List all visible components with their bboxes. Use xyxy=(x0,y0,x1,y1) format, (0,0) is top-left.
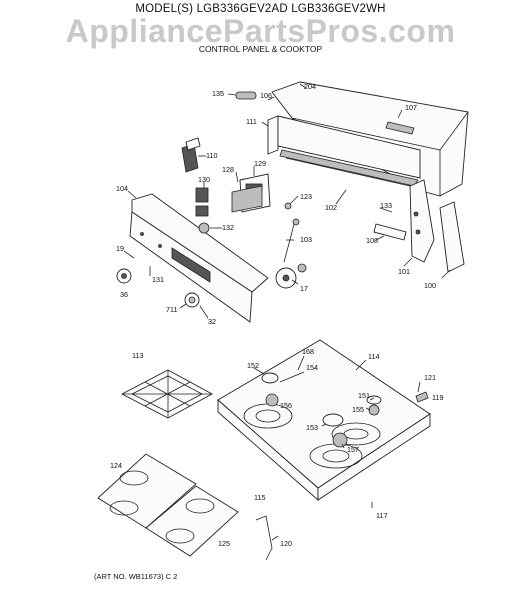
knob-36 xyxy=(116,268,132,284)
callout-152: 152 xyxy=(247,361,259,370)
screw-123 xyxy=(284,202,292,210)
callout-157: 157 xyxy=(347,445,359,454)
callout-32: 32 xyxy=(208,317,216,326)
switch-110 xyxy=(181,137,201,173)
callout-labels: 135 106 204 107 111 110 128 129 130 104 … xyxy=(110,82,443,548)
callout-135: 135 xyxy=(212,89,224,98)
callout-155: 155 xyxy=(352,405,364,414)
callout-108: 108 xyxy=(366,236,378,245)
lens-128 xyxy=(231,185,263,213)
burner-grate-113 xyxy=(121,369,213,419)
bracket-100 xyxy=(439,201,465,273)
callout-123: 123 xyxy=(300,192,312,201)
section-title: CONTROL PANEL & COOKTOP xyxy=(198,44,323,54)
burner-cap-151 xyxy=(366,395,382,405)
callout-204: 204 xyxy=(304,82,316,91)
callout-153: 153 xyxy=(306,423,318,432)
bracket-132 xyxy=(198,222,210,234)
callout-168: 168 xyxy=(302,347,314,356)
backguard-panel-111 xyxy=(267,115,421,179)
model-title: MODEL(S) LGB336GEV2AD LGB336GEV2WH xyxy=(135,3,386,15)
clip-135 xyxy=(235,91,257,100)
control-panel-104 xyxy=(129,193,269,323)
burner-cap-153 xyxy=(322,413,344,427)
watermark: AppliancePartsPros.com xyxy=(65,13,456,49)
callout-130: 130 xyxy=(198,175,210,184)
callout-19: 19 xyxy=(116,244,124,253)
callout-128: 128 xyxy=(222,165,234,174)
callout-119: 119 xyxy=(432,393,443,402)
burner-157 xyxy=(332,432,348,448)
knob-711 xyxy=(184,292,200,308)
callout-115: 115 xyxy=(254,493,265,502)
art-number: (ART NO. WB11673) C 2 xyxy=(94,572,178,581)
callout-36: 36 xyxy=(120,290,128,299)
callout-154: 154 xyxy=(306,363,318,372)
burner-155 xyxy=(368,404,380,416)
callout-107: 107 xyxy=(405,103,417,112)
wire-115 xyxy=(255,515,273,561)
callout-156: 156 xyxy=(280,401,292,410)
burner-cap-152 xyxy=(261,372,279,384)
callout-121: 121 xyxy=(424,373,436,382)
end-caps-108 xyxy=(373,223,407,241)
leader-lines xyxy=(123,83,451,541)
callout-17: 17 xyxy=(300,284,308,293)
callout-103: 103 xyxy=(300,235,312,244)
igniter-switch-103 xyxy=(283,218,300,263)
drip-pan-125 xyxy=(145,485,239,557)
burner-156 xyxy=(265,393,279,407)
drip-pan-124 xyxy=(97,453,197,529)
callout-113: 113 xyxy=(132,351,143,360)
callout-102: 102 xyxy=(325,203,337,212)
bracket-101 xyxy=(409,179,435,263)
callout-132: 132 xyxy=(222,223,234,232)
callout-120: 120 xyxy=(280,539,292,548)
callout-106: 106 xyxy=(260,91,272,100)
callout-104: 104 xyxy=(116,184,128,193)
callout-125: 125 xyxy=(218,539,230,548)
callout-117: 117 xyxy=(376,511,387,520)
callout-151: 151 xyxy=(358,391,370,400)
switch-130 xyxy=(195,187,209,217)
callout-711: 711 xyxy=(166,305,177,314)
callout-129: 129 xyxy=(254,159,266,168)
callout-101: 101 xyxy=(398,267,410,276)
valve-17 xyxy=(275,263,307,289)
callout-131: 131 xyxy=(152,275,164,284)
callout-114: 114 xyxy=(368,352,379,361)
callout-133: 133 xyxy=(380,201,392,210)
callout-100: 100 xyxy=(424,281,436,290)
callout-110: 110 xyxy=(206,151,217,160)
callout-124: 124 xyxy=(110,461,122,470)
callout-111: 111 xyxy=(246,117,257,126)
clip-119 xyxy=(415,391,429,403)
